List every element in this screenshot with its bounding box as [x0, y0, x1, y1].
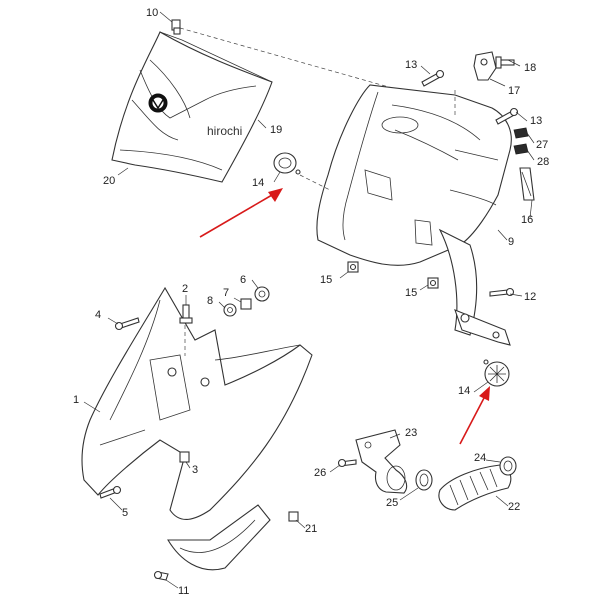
screw-part-11 [153, 570, 169, 581]
callout-14-upper: 14 [252, 177, 264, 189]
callout-10: 10 [146, 7, 158, 19]
callout-16: 16 [521, 214, 533, 226]
callout-25: 25 [386, 497, 398, 509]
collar-part-7 [240, 298, 252, 310]
inner-panel-part-9 [316, 84, 512, 346]
callout-12: 12 [524, 291, 536, 303]
pad-part-28 [513, 143, 529, 155]
callout-15-left: 15 [320, 274, 332, 286]
watermark-text: hirochi [207, 124, 242, 138]
callout-19: 19 [270, 124, 282, 136]
screw-part-26 [337, 458, 357, 468]
screw-part-5 [99, 485, 122, 499]
yamaha-emblem-icon [148, 93, 168, 113]
callout-21: 21 [305, 523, 317, 535]
callout-11: 11 [178, 585, 189, 597]
screw-part-4 [114, 317, 140, 331]
callout-1: 1 [73, 394, 79, 406]
strip-part-16 [519, 167, 535, 201]
callout-17: 17 [508, 85, 520, 97]
nut-part-15-left [347, 261, 359, 273]
bracket-part-17 [473, 51, 497, 81]
duct-part-23 [355, 429, 408, 494]
bolt-part-18 [495, 56, 515, 69]
grommet-part-14-lower [483, 359, 510, 387]
pad-part-27 [513, 127, 529, 139]
callout-7: 7 [223, 287, 229, 299]
hose-part-22 [438, 464, 512, 511]
callout-28: 28 [537, 156, 549, 168]
callout-18: 18 [524, 62, 536, 74]
callout-4: 4 [95, 309, 101, 321]
lower-cover-part-1 [81, 286, 313, 520]
callout-6: 6 [240, 274, 246, 286]
callout-14-lower: 14 [458, 385, 470, 397]
callout-8: 8 [207, 295, 213, 307]
callout-15-right: 15 [405, 287, 417, 299]
screw-part-13-top [421, 69, 445, 87]
clip-part-3 [179, 451, 190, 463]
clip-part-10 [171, 19, 471, 111]
side-panel-lower [167, 504, 271, 571]
callout-9: 9 [508, 236, 514, 248]
callout-26: 26 [314, 467, 326, 479]
screw-part-2 [179, 304, 193, 324]
callout-13-top: 13 [405, 59, 417, 71]
callout-3: 3 [192, 464, 198, 476]
callout-24: 24 [474, 452, 486, 464]
callout-27: 27 [536, 139, 548, 151]
callout-5: 5 [122, 507, 128, 519]
clip-part-21 [288, 511, 299, 522]
screw-part-13-right [495, 107, 519, 125]
callout-20: 20 [103, 175, 115, 187]
grommet-part-6 [254, 286, 270, 302]
grommet-part-14-upper [273, 152, 301, 175]
red-arrow-icon [199, 188, 283, 238]
clamp-part-24 [499, 456, 517, 476]
callout-2: 2 [182, 283, 188, 295]
callout-22: 22 [508, 501, 520, 513]
red-arrow-icon [459, 386, 490, 445]
clamp-part-25 [415, 469, 433, 491]
screw-part-12 [489, 287, 515, 297]
callout-13-right: 13 [530, 115, 542, 127]
callout-23: 23 [405, 427, 417, 439]
nut-part-15-right [427, 277, 439, 289]
nut-part-8 [223, 303, 237, 317]
front-cover-part-19 [111, 31, 273, 183]
